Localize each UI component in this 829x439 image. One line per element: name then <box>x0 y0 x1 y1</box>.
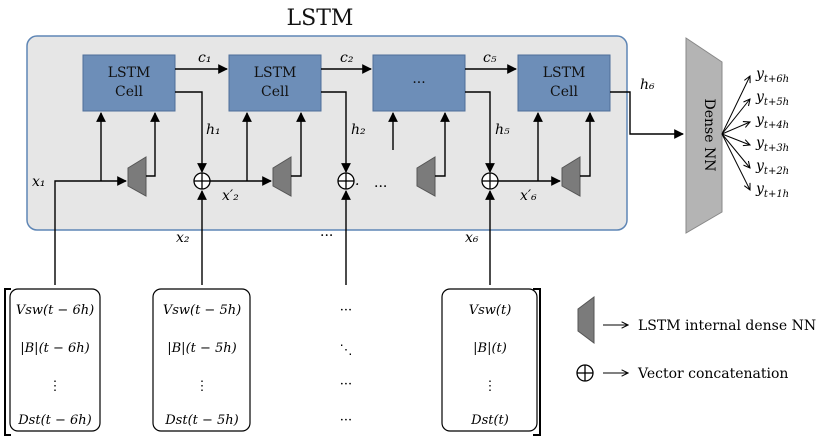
cell-label: Cell <box>261 84 289 100</box>
output-label: yt+2h <box>755 158 789 177</box>
input-routing <box>54 112 595 285</box>
vector-entry: Dst(t − 5h) <box>164 413 239 428</box>
dense-input-label: x′₂ <box>222 188 239 204</box>
cell-label: LSTM <box>108 65 151 81</box>
cell-label: Cell <box>550 84 578 100</box>
hidden-state-label: h₅ <box>495 122 510 138</box>
vector-entry: |B|(t − 5h) <box>167 341 236 356</box>
input-label: x₆ <box>465 230 479 246</box>
hidden-state-arrows <box>175 91 684 173</box>
vector-entry: ··· <box>340 413 352 428</box>
legend-concat-label: Vector concatenation <box>637 366 788 382</box>
internal-dense-nn <box>127 156 581 197</box>
output-label: yt+1h <box>755 181 789 200</box>
input-vector-ellipsis: ··· ⋱ ··· ··· <box>340 303 353 428</box>
lstm-cell-6: LSTM Cell <box>517 54 611 112</box>
vector-entry: Vsw(t − 6h) <box>16 303 94 318</box>
lstm-cell-ellipsis: ··· <box>372 54 466 112</box>
vector-entry: ⋮ <box>484 379 497 394</box>
input-label: x₂ <box>176 230 190 246</box>
vector-entry: Dst(t − 6h) <box>17 413 92 428</box>
output-arrows <box>721 76 750 190</box>
vector-entry: |B|(t) <box>473 341 507 356</box>
input-label-x1: x₁ <box>32 174 46 190</box>
vector-entry: |B|(t − 6h) <box>20 341 89 356</box>
diagram-title: LSTM <box>287 6 354 31</box>
hidden-state-label: h₁ <box>206 122 221 138</box>
dense-nn-label: Dense NN <box>701 99 717 172</box>
cell-label: Cell <box>115 84 143 100</box>
legend-dense-icon <box>577 296 595 344</box>
vector-entry: ⋮ <box>196 379 209 394</box>
output-label: yt+3h <box>755 135 789 154</box>
vector-entry: Dst(t) <box>470 413 509 428</box>
output-label: yt+5h <box>755 89 789 108</box>
legend-concat-icon <box>576 364 594 382</box>
vector-entry: Vsw(t − 5h) <box>163 303 241 318</box>
output-label: yt+6h <box>755 66 789 85</box>
vector-entry: ⋮ <box>49 379 62 394</box>
cell-label: ··· <box>412 75 425 91</box>
matrix-brackets <box>4 288 541 436</box>
legend: LSTM internal dense NN Vector concatenat… <box>576 296 816 382</box>
hidden-state-label: h₂ <box>351 122 366 138</box>
cell-state-label: c₂ <box>340 50 354 66</box>
lstm-cell-2: LSTM Cell <box>228 54 322 112</box>
legend-dense-label: LSTM internal dense NN <box>638 318 816 334</box>
input-vector-1: Vsw(t − 6h) |B|(t − 6h) ⋮ Dst(t − 6h) <box>9 288 101 432</box>
hidden-output-label: h₆ <box>640 77 655 93</box>
cell-label: LSTM <box>543 65 586 81</box>
dense-nn-block: Dense NN <box>685 37 723 234</box>
dense-input-label: ··· <box>374 179 387 195</box>
vector-entry: ··· <box>340 377 352 392</box>
output-label: yt+4h <box>755 112 789 131</box>
cell-state-label: c₁ <box>198 50 211 66</box>
concat-plus <box>194 173 498 189</box>
lstm-cell-1: LSTM Cell <box>82 54 176 112</box>
input-vector-6: Vsw(t) |B|(t) ⋮ Dst(t) <box>441 288 538 432</box>
cell-label: LSTM <box>254 65 297 81</box>
dense-input-label: x′₆ <box>520 188 537 204</box>
vector-entry: ··· <box>340 303 352 318</box>
vector-entry: ⋱ <box>340 343 353 358</box>
cell-state-label: c₅ <box>483 50 497 66</box>
output-label-list: yt+6h yt+5h yt+4h yt+3h yt+2h yt+1h <box>755 66 789 200</box>
vector-entry: Vsw(t) <box>469 303 512 318</box>
ellipsis-label: · <box>355 177 359 193</box>
lstm-panel <box>26 35 628 231</box>
input-vector-2: Vsw(t − 5h) |B|(t − 5h) ⋮ Dst(t − 5h) <box>152 288 251 432</box>
input-label: ··· <box>320 228 333 244</box>
